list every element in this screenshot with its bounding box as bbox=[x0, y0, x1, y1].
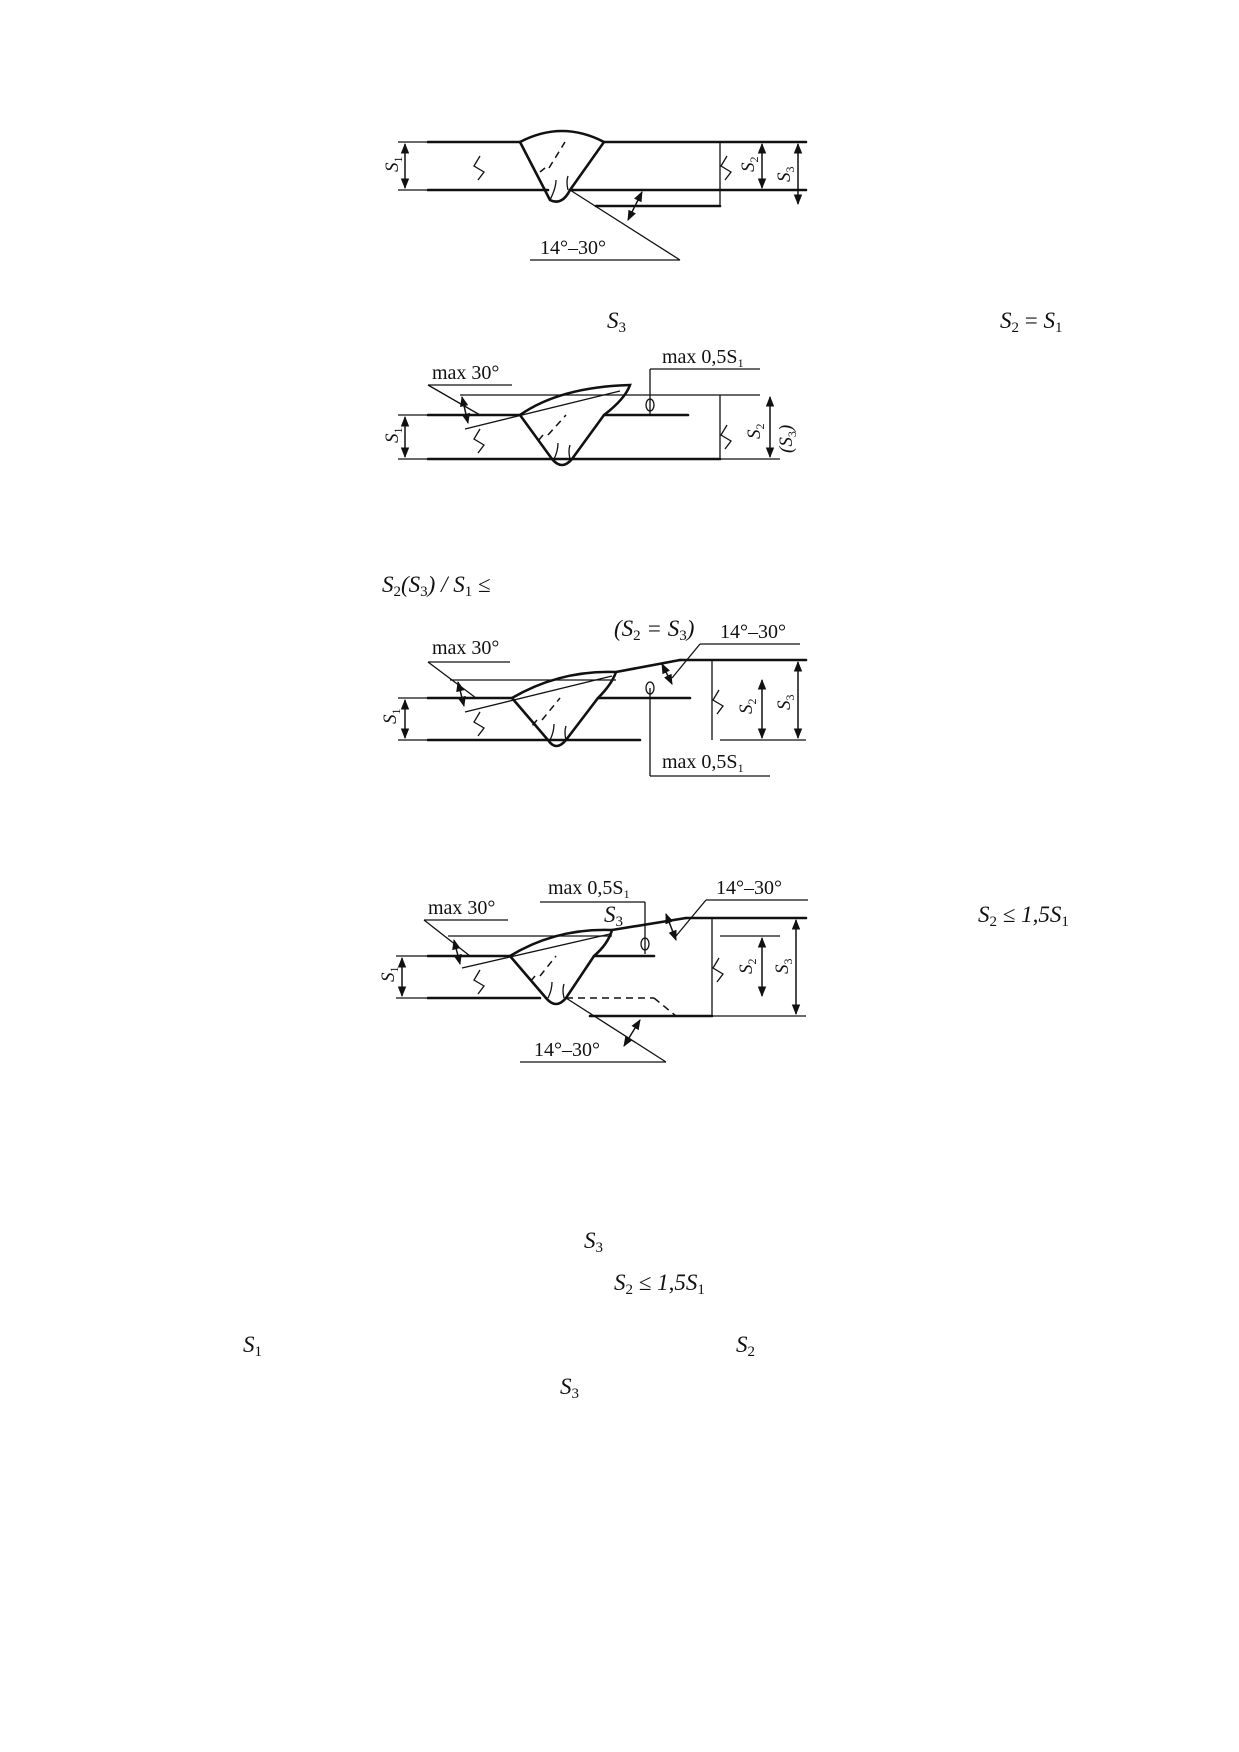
label-s2: S2 bbox=[736, 959, 759, 975]
plate-right bbox=[450, 658, 808, 777]
label-s3: S3 bbox=[774, 695, 797, 711]
caption-ratio: S2(S3) / S1 ≤ bbox=[382, 572, 491, 600]
plate-right bbox=[460, 368, 780, 460]
label-max-offset: max 0,5S1 bbox=[662, 751, 744, 775]
caption-equation-1: S2 = S1 bbox=[1000, 308, 1063, 336]
dimension-s3: S3 bbox=[772, 918, 801, 1016]
dimension-s1: S1 bbox=[382, 414, 428, 460]
label-bevel-angle-top: 14°–30° bbox=[716, 877, 782, 899]
label-s1: S1 bbox=[380, 709, 403, 725]
weld-figure-1: S1 S2 S3 14°–30° bbox=[382, 129, 808, 261]
caption-inequality-2: S2 ≤ 1,5S1 bbox=[614, 1270, 705, 1298]
label-s2: S2 bbox=[736, 699, 759, 715]
label-s3: S3 bbox=[774, 167, 797, 183]
plate-right bbox=[448, 901, 808, 1063]
label-s1: S1 bbox=[382, 428, 405, 444]
max-angle-callout: max 30° bbox=[427, 637, 510, 708]
label-max-angle: max 30° bbox=[432, 362, 499, 384]
caption-equality: (S2 = S3) bbox=[614, 616, 695, 644]
label-bevel-angle-bottom: 14°–30° bbox=[534, 1039, 600, 1061]
caption-inequality-1: S2 ≤ 1,5S1 bbox=[978, 902, 1069, 930]
bevel-angle-dimension: 14°–30° bbox=[540, 191, 643, 259]
plate-left bbox=[426, 696, 642, 742]
max-angle-callout: max 30° bbox=[423, 897, 508, 966]
caption-s3-1: S3 bbox=[607, 308, 626, 336]
weld-figure-3: 14°–30° max 30° max 0,5S1 S1 S2 S3 bbox=[380, 621, 808, 777]
dimension-s1: S1 bbox=[378, 955, 428, 999]
label-s1: S1 bbox=[378, 967, 401, 983]
weld-bead bbox=[464, 670, 618, 748]
caption-s3-3: S3 bbox=[584, 1228, 603, 1256]
label-s3: S3 bbox=[772, 959, 795, 975]
dimension-s2: S2 bbox=[736, 936, 767, 998]
dimension-s1: S1 bbox=[382, 141, 428, 191]
dimension-s2: S2 bbox=[738, 142, 767, 190]
dimension-s3: S3 bbox=[774, 660, 803, 740]
caption-s2: S2 bbox=[736, 1332, 755, 1360]
label-max-offset: max 0,5S1 bbox=[662, 346, 744, 370]
label-s2: S2 bbox=[738, 157, 761, 173]
dimension-s3: S3 bbox=[774, 142, 803, 206]
label-s3: (S3) bbox=[776, 425, 799, 453]
dimension-s2: S2 bbox=[744, 424, 767, 440]
bevel-angle-callout: 14°–30° bbox=[661, 621, 800, 685]
max-angle-callout: max 30° bbox=[427, 362, 512, 425]
dimension-s3: (S3) bbox=[765, 395, 799, 459]
plate-left bbox=[426, 140, 550, 192]
plate-right bbox=[530, 140, 808, 261]
label-max-offset: max 0,5S1 bbox=[548, 877, 630, 901]
plate-left bbox=[426, 413, 722, 461]
caption-s3-2: S3 bbox=[604, 902, 623, 930]
label-bevel-angle: 14°–30° bbox=[720, 621, 786, 643]
dimension-s2: S2 bbox=[736, 678, 767, 740]
bottom-bevel-angle-callout: 14°–30° bbox=[534, 1019, 641, 1061]
weld-bead bbox=[461, 928, 614, 1006]
label-s1: S1 bbox=[382, 157, 405, 173]
label-bevel-angle: 14°–30° bbox=[540, 237, 606, 259]
label-max-angle: max 30° bbox=[428, 897, 495, 919]
top-bevel-angle-callout: 14°–30° bbox=[665, 877, 808, 941]
label-max-angle: max 30° bbox=[432, 637, 499, 659]
caption-s3-4: S3 bbox=[560, 1374, 579, 1402]
dimension-s1: S1 bbox=[380, 697, 428, 741]
weld-figure-4: 14°–30° 14°–30° max 30° max 0,5S1 S1 S2 … bbox=[378, 877, 808, 1063]
weld-figure-2: max 30° max 0,5S1 S1 S2 (S3) bbox=[382, 346, 799, 467]
caption-s1: S1 bbox=[243, 1332, 262, 1360]
label-s2: S2 bbox=[744, 424, 767, 440]
weld-bead bbox=[464, 383, 632, 467]
